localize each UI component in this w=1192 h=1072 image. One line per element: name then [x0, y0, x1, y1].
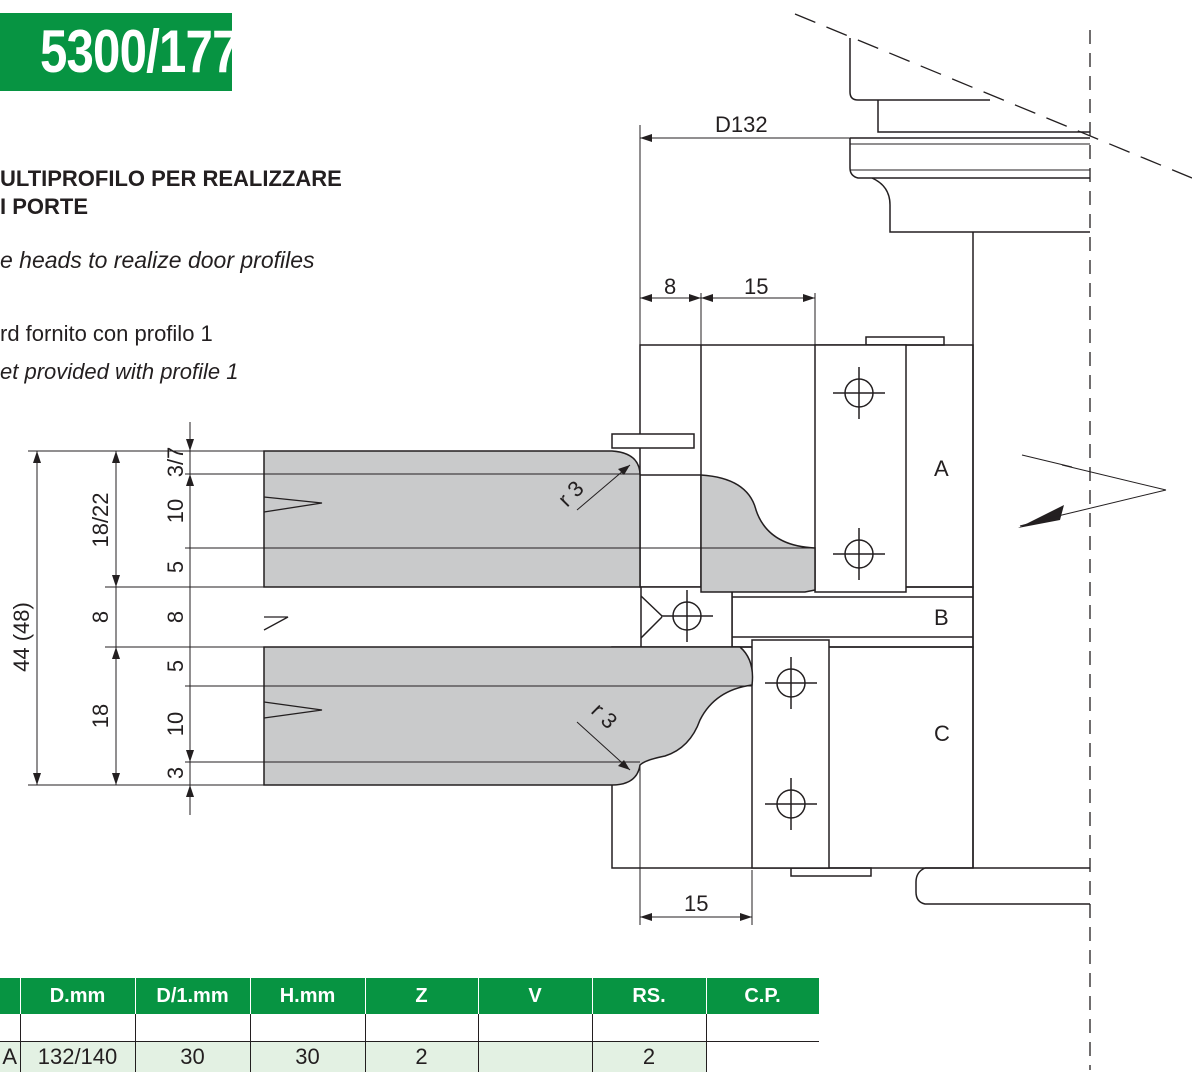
table-cell: 132/140: [20, 1042, 135, 1072]
col-header-d1: D/1.mm: [135, 978, 250, 1014]
label-c: C: [934, 721, 950, 746]
table-cell: [365, 1014, 478, 1042]
spindle-bottom: [916, 868, 1090, 904]
table-cell: [592, 1014, 706, 1042]
dim-r5: 10: [163, 712, 188, 736]
table-cell: 30: [135, 1042, 250, 1072]
col-header-v: V: [478, 978, 592, 1014]
dim-r4: 5: [163, 660, 188, 672]
spec-table: D.mm D/1.mm H.mm Z V RS. C.P. A 132/140 …: [0, 978, 820, 1072]
table-cell: [706, 1014, 819, 1042]
label-a: A: [934, 456, 949, 481]
dim-lower: 18: [88, 704, 113, 728]
table-cell: [0, 1014, 20, 1042]
table-cell: [706, 1042, 819, 1072]
dim-15-bottom: 15: [684, 891, 708, 916]
dim-r2: 5: [163, 561, 188, 573]
table-cell: [478, 1014, 592, 1042]
dim-r3: 8: [163, 611, 188, 623]
col-header-z: Z: [365, 978, 478, 1014]
table-header-row: D.mm D/1.mm H.mm Z V RS. C.P.: [0, 978, 819, 1014]
col-header-cp: C.P.: [706, 978, 819, 1014]
dim-r6: 3: [163, 767, 188, 779]
col-header: [0, 978, 20, 1014]
table-row: [0, 1014, 819, 1042]
label-b: B: [934, 605, 949, 630]
spindle-top: [850, 38, 990, 100]
profile-cutter-a: [701, 475, 815, 592]
dim-r1: 10: [163, 499, 188, 523]
workpiece-upper: [264, 451, 640, 587]
dim-mid: 8: [88, 611, 113, 623]
table-cell: A: [0, 1042, 20, 1072]
table-cell: 30: [250, 1042, 365, 1072]
table-cell: [478, 1042, 592, 1072]
dim-8-top: 8: [664, 274, 676, 299]
dim-upper: 18/22: [88, 492, 113, 547]
dim-15-top: 15: [744, 274, 768, 299]
section-line: [795, 14, 1192, 178]
table-cell: 2: [365, 1042, 478, 1072]
dim-r0: 3/7: [163, 447, 188, 478]
table-row: A 132/140 30 30 2 2: [0, 1042, 819, 1072]
table-cell: 2: [592, 1042, 706, 1072]
col-header-rs: RS.: [592, 978, 706, 1014]
dim-d132: D132: [715, 112, 768, 137]
table-cell: [20, 1014, 135, 1042]
workpiece-lower: [264, 647, 753, 785]
col-header-d: D.mm: [20, 978, 135, 1014]
dim-total: 44 (48): [9, 602, 34, 672]
table-cell: [135, 1014, 250, 1042]
col-header-h: H.mm: [250, 978, 365, 1014]
knife-a: [815, 345, 906, 592]
table-cell: [250, 1014, 365, 1042]
